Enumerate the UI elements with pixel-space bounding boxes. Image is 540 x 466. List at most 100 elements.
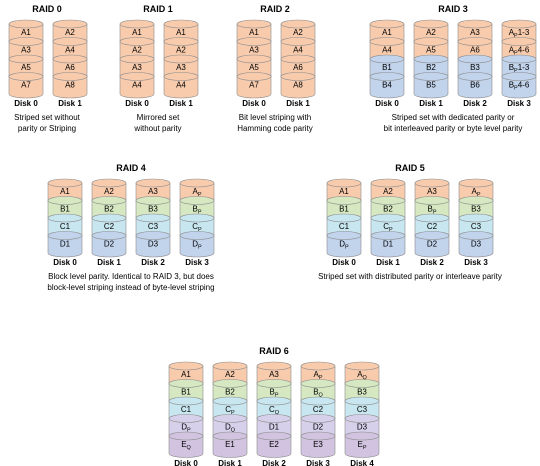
- block-label: B1: [382, 63, 392, 72]
- block-label: D3: [148, 240, 159, 249]
- block-label: A2: [176, 46, 186, 55]
- disk-label: Disk 0: [332, 258, 356, 267]
- block-label: B2: [104, 205, 114, 214]
- block-label: A7: [21, 81, 31, 90]
- block-label: A8: [293, 81, 303, 90]
- parity-subscript: Q: [187, 445, 192, 451]
- disk-label: Disk 0: [125, 99, 149, 108]
- block-label: D2: [427, 240, 438, 249]
- disk-block: D1: [370, 231, 406, 258]
- block-label: D1: [269, 423, 280, 432]
- disk-block: D3: [458, 231, 494, 258]
- disk-block: E2: [256, 431, 292, 458]
- raid-title: RAID 5: [395, 163, 425, 173]
- disk-block: D2: [414, 231, 450, 258]
- parity-subscript: Q: [275, 410, 280, 416]
- parity-subscript: P: [514, 68, 518, 74]
- disk-label: Disk 1: [419, 99, 443, 108]
- block-label: C1: [181, 405, 192, 414]
- block-label: CP: [192, 222, 202, 233]
- block-label: AQ: [357, 370, 367, 381]
- disk-block: A4: [119, 72, 155, 99]
- block-label: A3: [249, 46, 259, 55]
- block-label: A1: [60, 187, 70, 196]
- caption-line: Striped set with distributed parity or i…: [318, 272, 502, 281]
- parity-subscript: P: [198, 192, 202, 198]
- block-label: B3: [148, 205, 158, 214]
- disk-label: Disk 2: [141, 258, 165, 267]
- block-label: A2: [426, 28, 436, 37]
- disk-block: E1: [212, 431, 248, 458]
- raid-title: RAID 2: [260, 4, 290, 14]
- disk-block: B6: [457, 72, 493, 99]
- disk-block: A4: [163, 72, 199, 99]
- disk-block: BP4-6: [501, 72, 537, 99]
- caption-line: bit interleaved parity or byte level par…: [383, 123, 523, 133]
- block-label: B3: [471, 205, 481, 214]
- block-label: E1: [225, 440, 235, 449]
- parity-subscript: P: [198, 245, 202, 251]
- block-label: D2: [104, 240, 115, 249]
- block-label: B1: [60, 205, 70, 214]
- block-label: A8: [65, 81, 75, 90]
- block-label: A6: [470, 46, 480, 55]
- disk-label: Disk 0: [53, 258, 77, 267]
- parity-subscript: P: [187, 428, 191, 434]
- raid-caption: Striped set with distributed parity or i…: [297, 272, 523, 283]
- block-label: B1: [339, 205, 349, 214]
- parity-subscript: P: [198, 210, 202, 216]
- parity-subscript: P: [363, 445, 367, 451]
- block-label: A1: [249, 28, 259, 37]
- parity-subscript: P: [514, 86, 518, 92]
- disk-block: A7: [8, 72, 44, 99]
- block-label: C2: [104, 222, 115, 231]
- block-label: B3: [357, 388, 367, 397]
- block-label: D3: [357, 423, 368, 432]
- block-label: B4: [382, 81, 392, 90]
- block-label: A1: [382, 28, 392, 37]
- parity-subscript: P: [433, 210, 437, 216]
- parity-subscript: P: [514, 33, 518, 39]
- disk-label: Disk 1: [218, 458, 242, 466]
- disk-block: D2: [91, 231, 127, 258]
- block-label: AP4-6: [509, 46, 530, 57]
- block-label: AP1-3: [509, 28, 530, 39]
- block-label: EP: [357, 440, 366, 451]
- block-label: A2: [132, 46, 142, 55]
- block-label: CP: [383, 222, 393, 233]
- block-label: A5: [426, 46, 436, 55]
- disk-block: B4: [369, 72, 405, 99]
- block-label: A1: [176, 28, 186, 37]
- block-label: BP: [427, 205, 436, 216]
- disk-block: A7: [236, 72, 272, 99]
- block-label: A1: [132, 28, 142, 37]
- block-label: A3: [176, 63, 186, 72]
- block-label: B6: [470, 81, 480, 90]
- disk-block: DP: [326, 231, 362, 258]
